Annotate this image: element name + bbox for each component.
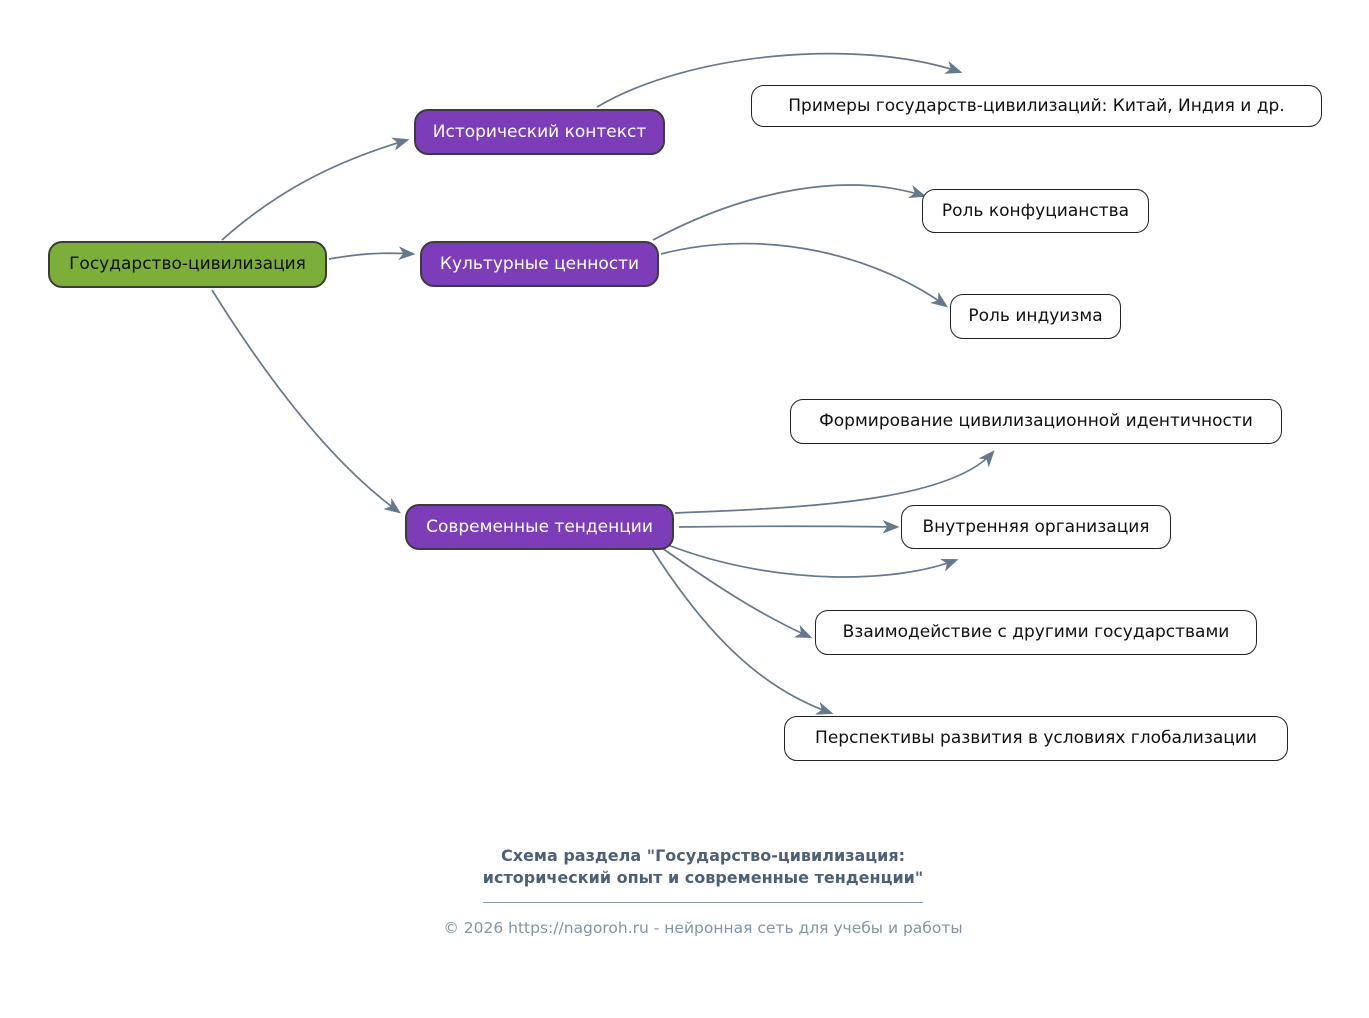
edge-root-historical <box>221 137 410 241</box>
edge-root-modern <box>211 289 402 514</box>
node-leaf-civilizational-identity: Формирование цивилизационной идентичност… <box>790 399 1282 444</box>
edge-modern-interaction <box>661 547 813 639</box>
edge-cultural-confucianism <box>652 184 927 241</box>
node-leaf-internal-organization: Внутренняя организация <box>901 505 1171 549</box>
node-branch-historical-context: Исторический контекст <box>414 109 665 155</box>
footer-title-line2: исторический опыт и современные тенденци… <box>482 868 924 888</box>
edge-root-cultural <box>328 246 416 260</box>
node-leaf-confucianism-role: Роль конфуцианства <box>922 189 1149 233</box>
edge-modern-internal-lower <box>667 544 959 578</box>
node-branch-cultural-values: Культурные ценности <box>420 241 659 287</box>
footer: Схема раздела "Государство-цивилизация: … <box>363 845 1043 937</box>
node-leaf-interaction-other-states: Взаимодействие с другими государствами <box>815 610 1257 655</box>
edge-modern-internal <box>678 520 900 534</box>
node-leaf-prospects-globalization: Перспективы развития в условиях глобализ… <box>784 716 1288 761</box>
footer-title: Схема раздела "Государство-цивилизация: … <box>363 845 1043 890</box>
node-leaf-hinduism-role: Роль индуизма <box>950 294 1121 339</box>
node-branch-modern-trends: Современные тенденции <box>405 504 674 550</box>
footer-copyright: © 2026 https://nagoroh.ru - нейронная се… <box>443 918 963 937</box>
edge-modern-prospects <box>651 548 834 715</box>
node-root-state-civilization: Государство-цивилизация <box>48 241 327 288</box>
edge-modern-formation <box>674 450 995 514</box>
edge-cultural-hinduism <box>660 242 949 308</box>
node-leaf-examples-states: Примеры государств-цивилизаций: Китай, И… <box>751 85 1322 127</box>
footer-title-line1: Схема раздела "Государство-цивилизация: <box>500 846 906 865</box>
footer-divider <box>483 901 923 903</box>
